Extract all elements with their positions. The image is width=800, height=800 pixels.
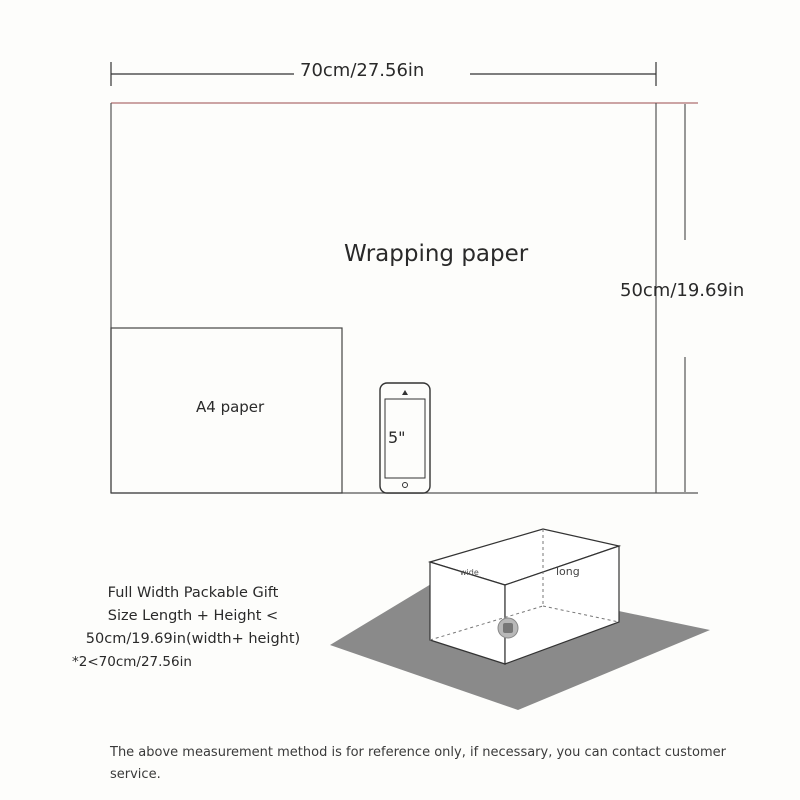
phone-size-label: 5" xyxy=(388,428,406,447)
box-wide-label: wide xyxy=(460,568,479,577)
phone-outline xyxy=(379,382,431,494)
height-dimension-label: 50cm/19.69in xyxy=(620,280,745,301)
box-hidden-edge-2 xyxy=(429,605,544,641)
box-hidden-edge-3 xyxy=(542,605,620,623)
a4-paper-label: A4 paper xyxy=(196,398,265,416)
instructions-line-3: 50cm/19.69in(width+ height) xyxy=(85,631,301,647)
box-long-label: long xyxy=(556,565,580,578)
a4-paper-sheet xyxy=(110,327,343,494)
instructions-line-4: *2<70cm/27.56in xyxy=(72,654,192,670)
wrapping-paper-label: Wrapping paper xyxy=(344,241,529,267)
instructions-line-2: Size Length + Height < xyxy=(107,608,279,624)
phone-screen xyxy=(384,398,426,479)
box-center-icon xyxy=(503,623,513,633)
phone-home-button xyxy=(402,482,408,488)
reference-note: The above measurement method is for refe… xyxy=(110,745,726,782)
instructions-line-1: Full Width Packable Gift xyxy=(107,585,279,601)
width-dimension-label: 70cm/27.56in xyxy=(298,60,427,81)
packable-size-instructions: Full Width Packable Gift Size Length + H… xyxy=(58,582,328,674)
phone-camera-icon xyxy=(402,390,408,395)
